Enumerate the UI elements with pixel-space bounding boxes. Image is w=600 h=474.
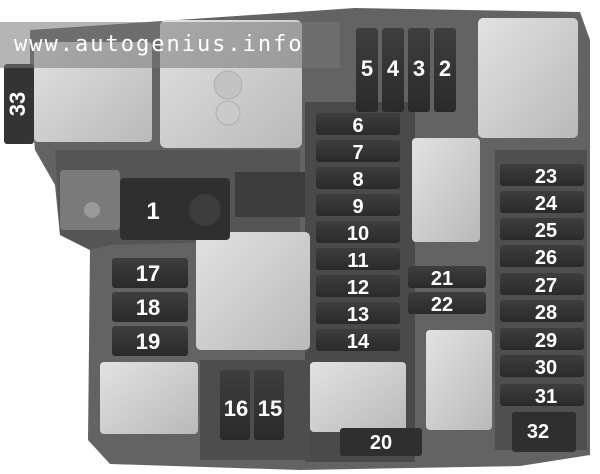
relay-top-right — [478, 18, 578, 138]
fuse-label-4: 4 — [387, 56, 400, 81]
relays — [34, 18, 578, 434]
fuse-label-25: 25 — [535, 220, 557, 242]
fuse-label-22: 22 — [431, 294, 453, 316]
fuse-label-17: 17 — [136, 261, 160, 286]
watermark-text: www.autogenius.info — [0, 22, 340, 68]
fuse-label-29: 29 — [535, 330, 557, 352]
fuse-label-31: 31 — [535, 386, 557, 408]
fuse-label-6: 6 — [352, 115, 363, 137]
fuses-right-column: 23 24 25 26 27 28 29 30 31 — [500, 164, 584, 408]
fuse-label-9: 9 — [352, 196, 363, 218]
fuse-32: 32 — [512, 412, 576, 452]
relay-center — [196, 232, 310, 350]
fuse-label-3: 3 — [413, 56, 425, 81]
fuse-33: 33 — [4, 64, 34, 144]
fuse-label-19: 19 — [136, 329, 160, 354]
fuse-label-23: 23 — [535, 166, 557, 188]
fuse-label-21: 21 — [431, 268, 453, 290]
fuse-label-1: 1 — [146, 198, 159, 225]
fuse-label-2: 2 — [439, 56, 451, 81]
relay-lower-right — [426, 330, 492, 430]
relay-bottom-left — [100, 362, 198, 434]
fuse-label-7: 7 — [352, 142, 363, 164]
fuses-top-vertical: 5 4 3 2 — [356, 28, 456, 112]
fuse-label-18: 18 — [136, 295, 160, 320]
fuse-label-26: 26 — [535, 247, 557, 269]
fuse-label-10: 10 — [347, 223, 369, 245]
fuse-label-12: 12 — [347, 277, 369, 299]
fuse-label-16: 16 — [224, 396, 248, 421]
fuse-label-8: 8 — [352, 169, 363, 191]
fuses-left-block: 17 18 19 — [112, 258, 188, 356]
fuse-label-5: 5 — [361, 56, 373, 81]
fuses-21-22: 21 22 — [408, 266, 486, 316]
fuse-label-33: 33 — [5, 92, 30, 116]
fuse-label-15: 15 — [258, 396, 282, 421]
fuse-label-32: 32 — [527, 421, 549, 443]
relay-bottom-center — [310, 362, 406, 432]
fuse-label-14: 14 — [347, 331, 370, 353]
fuse-label-28: 28 — [535, 302, 557, 324]
fuse-label-27: 27 — [535, 275, 557, 297]
fuse-20: 20 — [340, 428, 422, 456]
relay-mid-right — [412, 138, 480, 242]
fuse-label-20: 20 — [370, 432, 392, 454]
fuse-label-30: 30 — [535, 357, 557, 379]
fuses-center-column: 6 7 8 9 10 11 12 13 14 — [316, 113, 400, 353]
fuse-1: 1 — [120, 178, 230, 240]
fuse-label-24: 24 — [535, 193, 558, 215]
fuse-label-13: 13 — [347, 304, 369, 326]
fuses-16-15: 16 15 — [220, 370, 284, 440]
fuse-label-11: 11 — [347, 250, 368, 272]
